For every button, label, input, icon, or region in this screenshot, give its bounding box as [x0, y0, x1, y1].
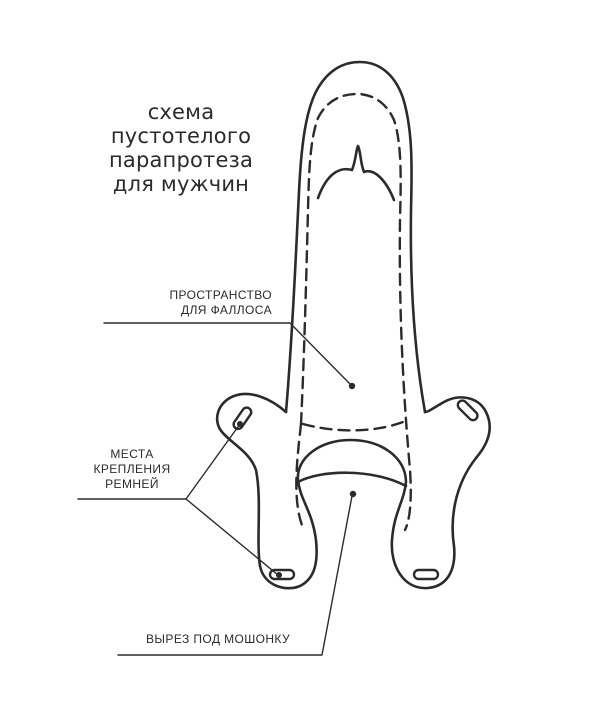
strap-slot-right-lower [412, 568, 440, 581]
label-scrotum-cutout: ВЫРЕЗ ПОД МОШОНКУ [146, 632, 290, 646]
leader-strap-upper [185, 423, 241, 500]
cavity-base-dashed [301, 418, 410, 432]
diagram-title: схема пустотелого парапротеза для мужчин [96, 100, 266, 196]
strap-slot-left-upper [232, 406, 253, 431]
title-line-4: для мужчин [112, 172, 250, 196]
dot-strap-lower [276, 572, 282, 578]
label-strap-points-line-2: КРЕПЛЕНИЯ [93, 462, 171, 476]
title-line-2: пустотелого [110, 124, 252, 148]
title-line-1: схема [147, 100, 215, 124]
leader-scrotum-cutout [117, 495, 353, 656]
strap-slot-right-upper [456, 399, 479, 422]
dot-strap-upper [237, 421, 243, 427]
scrotum-cutout-arc [296, 471, 408, 488]
shaft-outline [284, 60, 427, 414]
dot-phallus-space [348, 382, 356, 390]
label-strap-points-line-3: РЕМНЕЙ [105, 477, 159, 491]
strap-slot-left-lower [268, 568, 296, 581]
glans-notch [316, 144, 396, 202]
cavity-left-dashed [295, 422, 305, 530]
label-strap-points-line-1: МЕСТА [110, 447, 154, 461]
base-plate-outline [215, 392, 491, 590]
label-phallus-space: ПРОСТРАНСТВО ДЛЯ ФАЛЛОСА [122, 288, 272, 318]
inner-cavity-dashed [299, 92, 412, 532]
label-phallus-space-line-2: ДЛЯ ФАЛЛОСА [180, 303, 272, 317]
leader-strap-lower [185, 498, 279, 576]
title-line-3: парапротеза [108, 148, 254, 172]
leader-phallus-space [103, 322, 351, 385]
label-phallus-space-line-1: ПРОСТРАНСТВО [169, 288, 272, 302]
dot-scrotum-cutout [349, 490, 357, 498]
label-strap-points: МЕСТА КРЕПЛЕНИЯ РЕМНЕЙ [82, 447, 182, 492]
